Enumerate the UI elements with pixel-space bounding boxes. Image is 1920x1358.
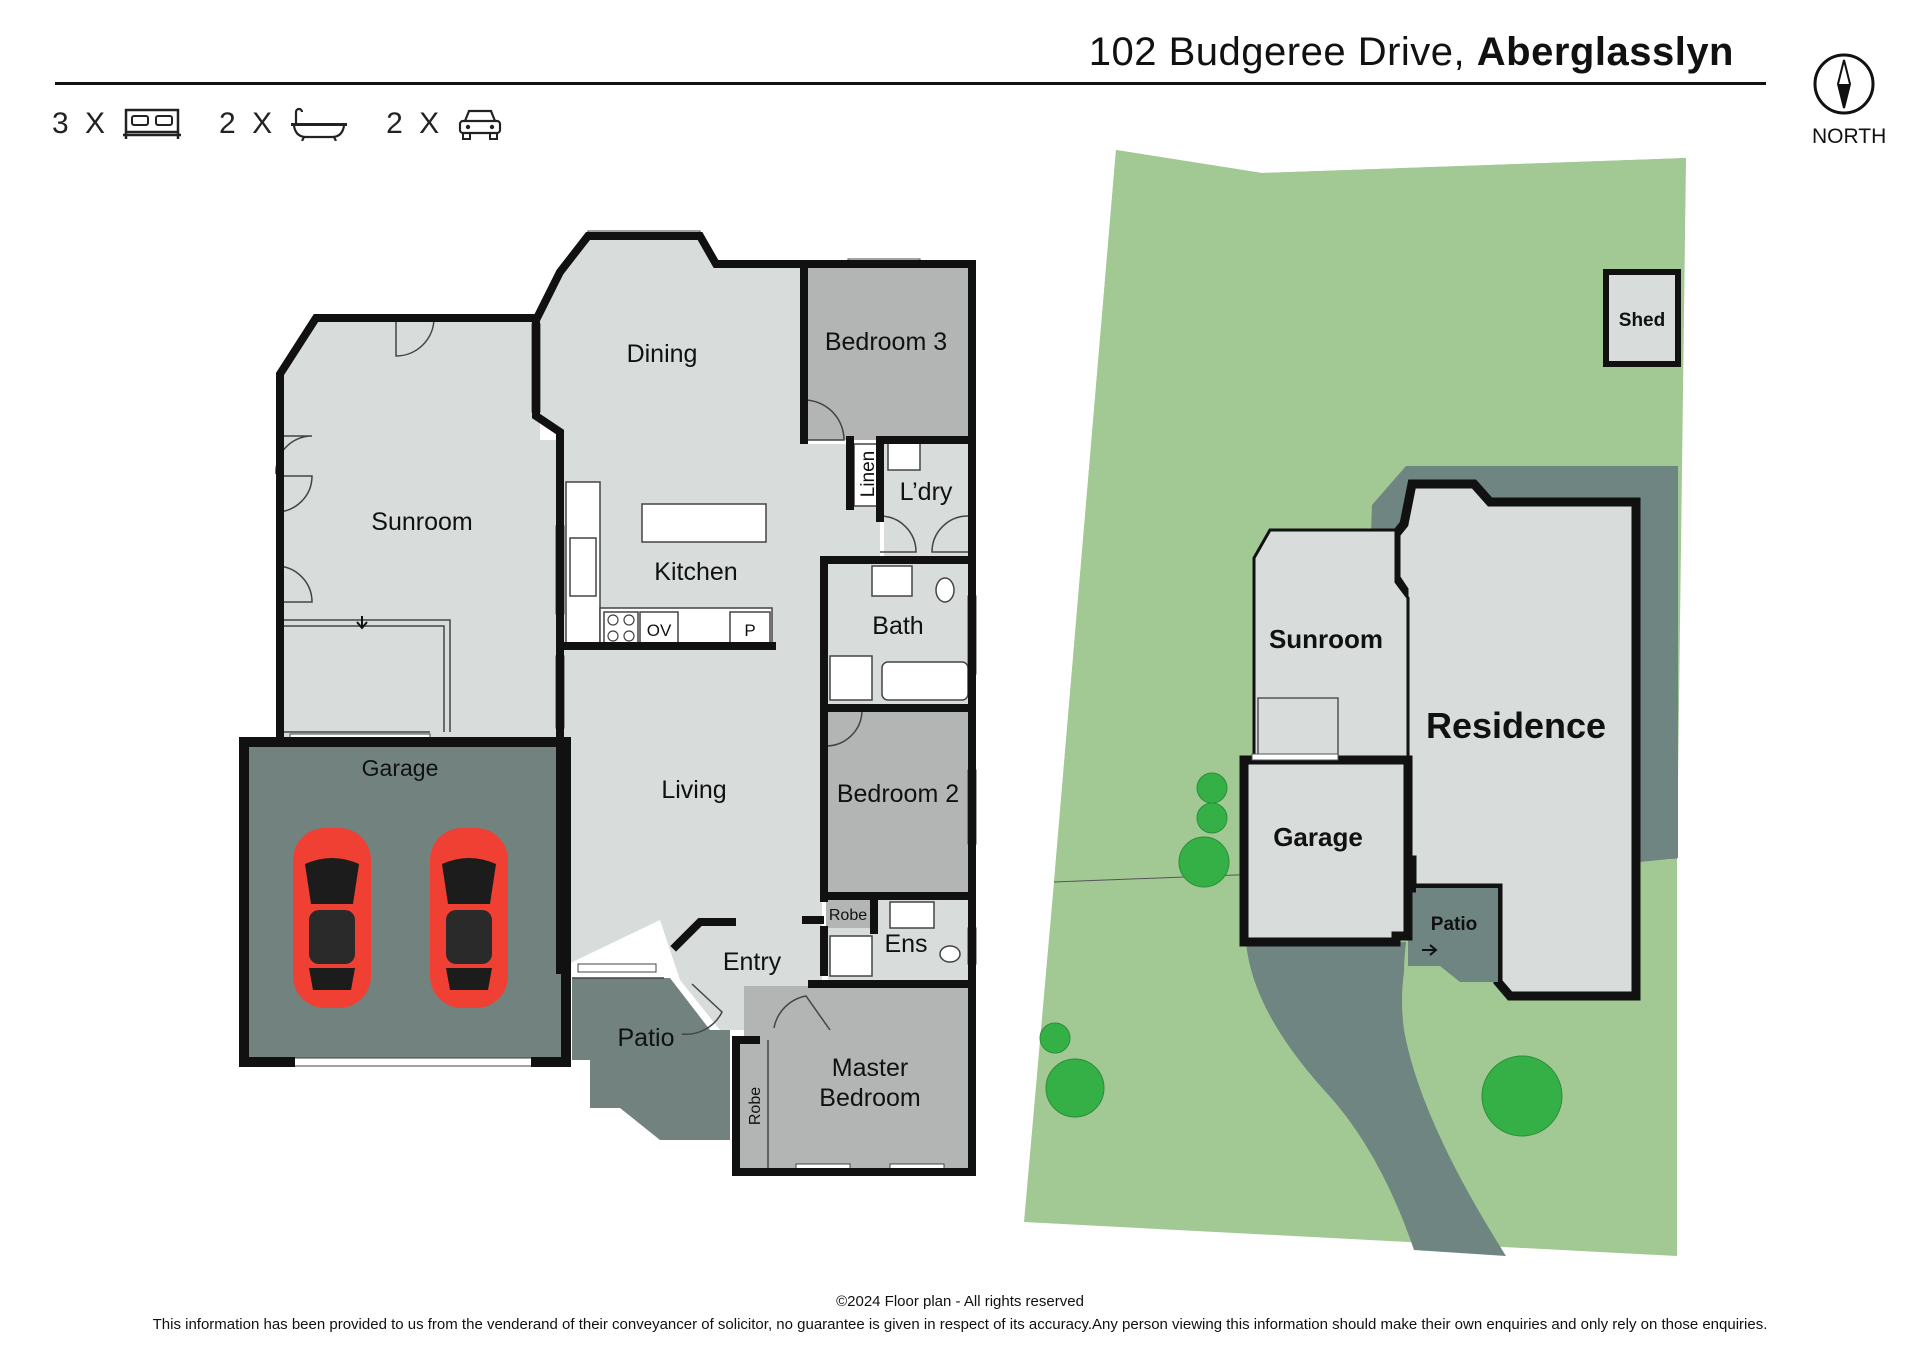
- bathtub: [881, 661, 969, 701]
- site-label-sunroom: Sunroom: [1269, 624, 1383, 654]
- label-patio: Patio: [618, 1024, 675, 1052]
- property-stats: 3 X 2 X 2 X: [52, 104, 541, 144]
- site-patio-outline: [1416, 888, 1498, 982]
- site-sunroom-outline: [1252, 528, 1410, 760]
- cooktop-burner-icon: [623, 630, 635, 642]
- label-garage: Garage: [362, 755, 439, 781]
- patio-arrow-icon: [1422, 944, 1438, 956]
- car-icon: [459, 109, 502, 140]
- north-compass: NORTH: [1812, 52, 1887, 149]
- label-laundry: L’dry: [900, 478, 953, 506]
- cooktop-burner-icon: [607, 614, 619, 626]
- master-robe-floor: [738, 1040, 768, 1170]
- car-count-value: 2 X: [386, 107, 444, 140]
- bath-icon: [291, 107, 348, 141]
- label-master-line1: Master: [832, 1054, 908, 1082]
- property-address: 102 Budgeree Drive, Aberglasslyn: [1089, 30, 1734, 75]
- label-bedroom3: Bedroom 3: [825, 328, 947, 356]
- label-living: Living: [661, 776, 726, 804]
- label-linen: Linen: [858, 451, 879, 498]
- label-oven: OV: [647, 621, 672, 640]
- laundry-tub: [887, 441, 921, 471]
- shower-base: [829, 655, 873, 701]
- label-dining: Dining: [627, 340, 698, 368]
- label-bath: Bath: [872, 612, 923, 640]
- floor-plan: Dining Bedroom 3 Sunroom Linen L’dry Kit…: [239, 230, 977, 1176]
- bath-count-value: 2 X: [219, 107, 277, 140]
- bath-vanity: [871, 565, 913, 597]
- cooktop-burner-icon: [607, 630, 619, 642]
- cooktop-burner-icon: [623, 614, 635, 626]
- site-garage-door: [1251, 753, 1339, 761]
- street-address: 102 Budgeree Drive,: [1088, 30, 1466, 74]
- label-ensuite: Ens: [884, 930, 927, 958]
- disclaimer-text: This information has been provided to us…: [152, 1316, 1768, 1333]
- north-label: NORTH: [1812, 125, 1887, 148]
- label-robe-master: Robe: [747, 1087, 764, 1125]
- label-kitchen: Kitchen: [654, 558, 737, 586]
- bed-count: 3 X: [52, 107, 182, 141]
- car-icon: [293, 828, 371, 1008]
- label-entry: Entry: [723, 948, 782, 976]
- tree-icon: [1481, 1055, 1563, 1137]
- site-label-shed: Shed: [1619, 310, 1665, 331]
- small-robe-floor: [826, 900, 874, 928]
- toilet-icon: [935, 577, 955, 603]
- site-label-garage: Garage: [1273, 822, 1363, 852]
- driveway: [1246, 942, 1506, 1256]
- sunroom-floor: [276, 318, 560, 740]
- ensuite-shower: [829, 935, 873, 977]
- label-sunroom: Sunroom: [371, 508, 472, 536]
- walls: [276, 232, 976, 1176]
- rear-lawn: [1054, 150, 1686, 882]
- site-shed-outline: [1603, 269, 1681, 367]
- site-label-patio: Patio: [1431, 914, 1477, 935]
- arrow-down-icon: [356, 616, 368, 630]
- master-bedroom-floor: [744, 986, 972, 1170]
- car-icon: [430, 828, 508, 1008]
- bed-count-value: 3 X: [52, 107, 110, 140]
- site-plan: Shed Sunroom Residence Garage Patio: [1024, 150, 1686, 1256]
- car-count: 2 X: [386, 107, 503, 141]
- robe-walls: [732, 1036, 760, 1172]
- label-pantry: P: [744, 621, 755, 640]
- header-divider: [55, 82, 1766, 85]
- tree-icon: [1196, 802, 1228, 834]
- suburb-name: Aberglasslyn: [1476, 30, 1734, 74]
- patio-floor: [572, 978, 730, 1140]
- site-label-residence: Residence: [1426, 705, 1606, 746]
- tree-icon: [1045, 1058, 1105, 1118]
- tree-icon: [1039, 1022, 1071, 1054]
- label-bedroom2: Bedroom 2: [837, 780, 959, 808]
- garage-floor: [244, 742, 564, 1060]
- compass-icon: [1813, 53, 1875, 115]
- bedroom2-floor: [826, 710, 972, 898]
- tree-icon: [1178, 836, 1230, 888]
- garage-walls: [239, 737, 571, 1067]
- kitchen-sink: [569, 537, 597, 597]
- bath-count: 2 X: [219, 107, 348, 141]
- label-master-line2: Bedroom: [819, 1084, 920, 1112]
- toilet-icon: [939, 945, 961, 963]
- site-garage-outline: [1239, 755, 1413, 947]
- copyright-notice: ©2024 Floor plan - All rights reserved: [836, 1293, 1084, 1310]
- tree-icon: [1196, 772, 1228, 804]
- label-robe-small: Robe: [829, 907, 867, 924]
- ensuite-vanity: [889, 901, 935, 929]
- footer: ©2024 Floor plan - All rights reserved T…: [0, 1290, 1920, 1336]
- bed-icon: [123, 108, 182, 139]
- kitchen-island: [641, 503, 767, 543]
